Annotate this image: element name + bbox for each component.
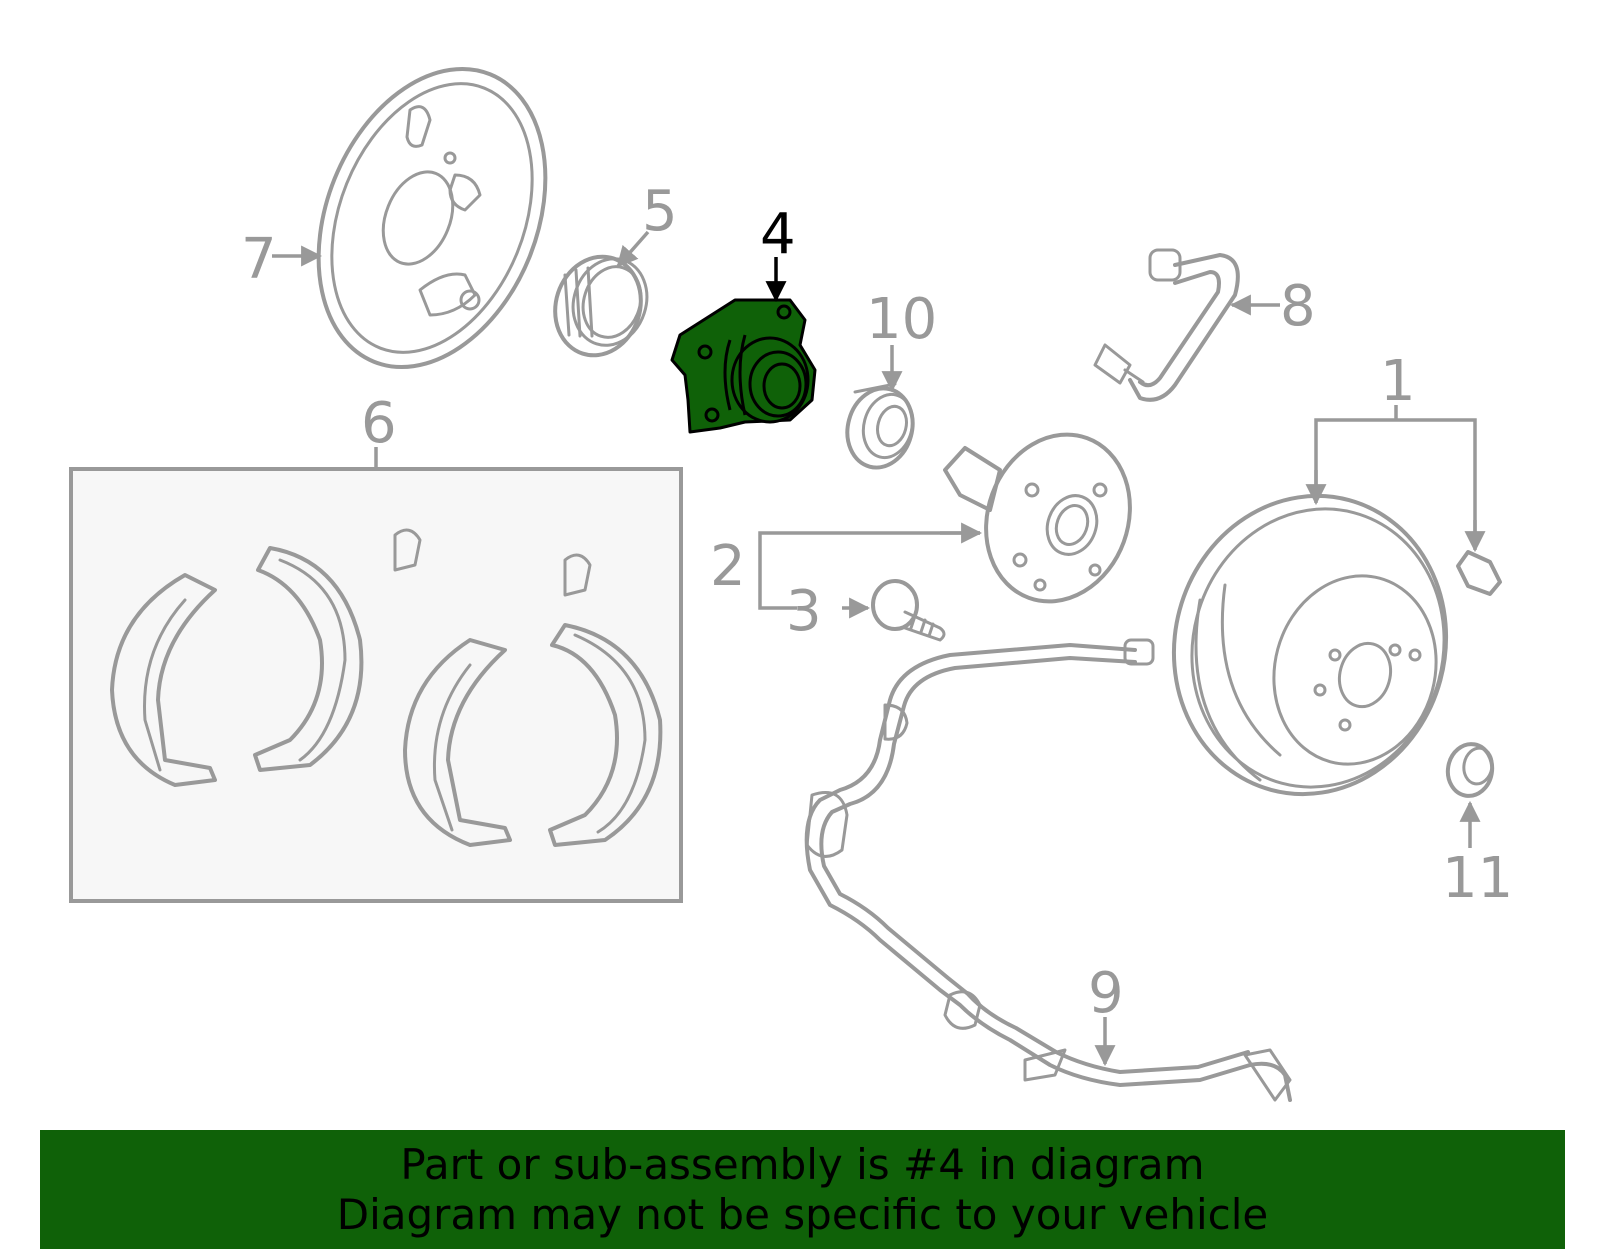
oil-seal-part-5[interactable] (543, 245, 658, 366)
axle-hub-part-2[interactable] (943, 414, 1153, 622)
callout-7: 7 (241, 227, 277, 292)
backing-plate-part-7[interactable] (277, 35, 588, 401)
brake-drum-part-1[interactable] (1141, 465, 1479, 825)
callout-11: 11 (1442, 846, 1513, 911)
abs-sensor-wire-part-9[interactable] (804, 638, 1292, 1102)
leader-lines (272, 230, 1486, 1067)
callout-2: 2 (710, 534, 746, 599)
callout-10: 10 (866, 287, 937, 352)
drum-cap-part-1[interactable] (1456, 550, 1502, 596)
callout-3: 3 (786, 579, 822, 644)
callout-8: 8 (1280, 274, 1316, 339)
callout-1: 1 (1380, 349, 1416, 414)
hub-nut-part-11[interactable] (1444, 741, 1496, 800)
banner-line-2: Diagram may not be specific to your vehi… (336, 1190, 1269, 1239)
callout-5: 5 (642, 179, 678, 244)
banner-line-1: Part or sub-assembly is #4 in diagram (400, 1140, 1205, 1189)
callout-9: 9 (1088, 961, 1124, 1026)
callout-6: 6 (361, 391, 397, 456)
bearing-part-10[interactable] (839, 381, 922, 475)
callout-4: 4 (760, 202, 796, 267)
brake-hose-part-8[interactable] (1093, 248, 1240, 402)
hub-bolt-part-3[interactable] (871, 579, 946, 642)
brake-shoe-kit-box-part-6[interactable] (69, 467, 683, 903)
hub-bearing-part-4[interactable] (670, 298, 817, 434)
info-banner: Part or sub-assembly is #4 in diagram Di… (40, 1130, 1565, 1249)
